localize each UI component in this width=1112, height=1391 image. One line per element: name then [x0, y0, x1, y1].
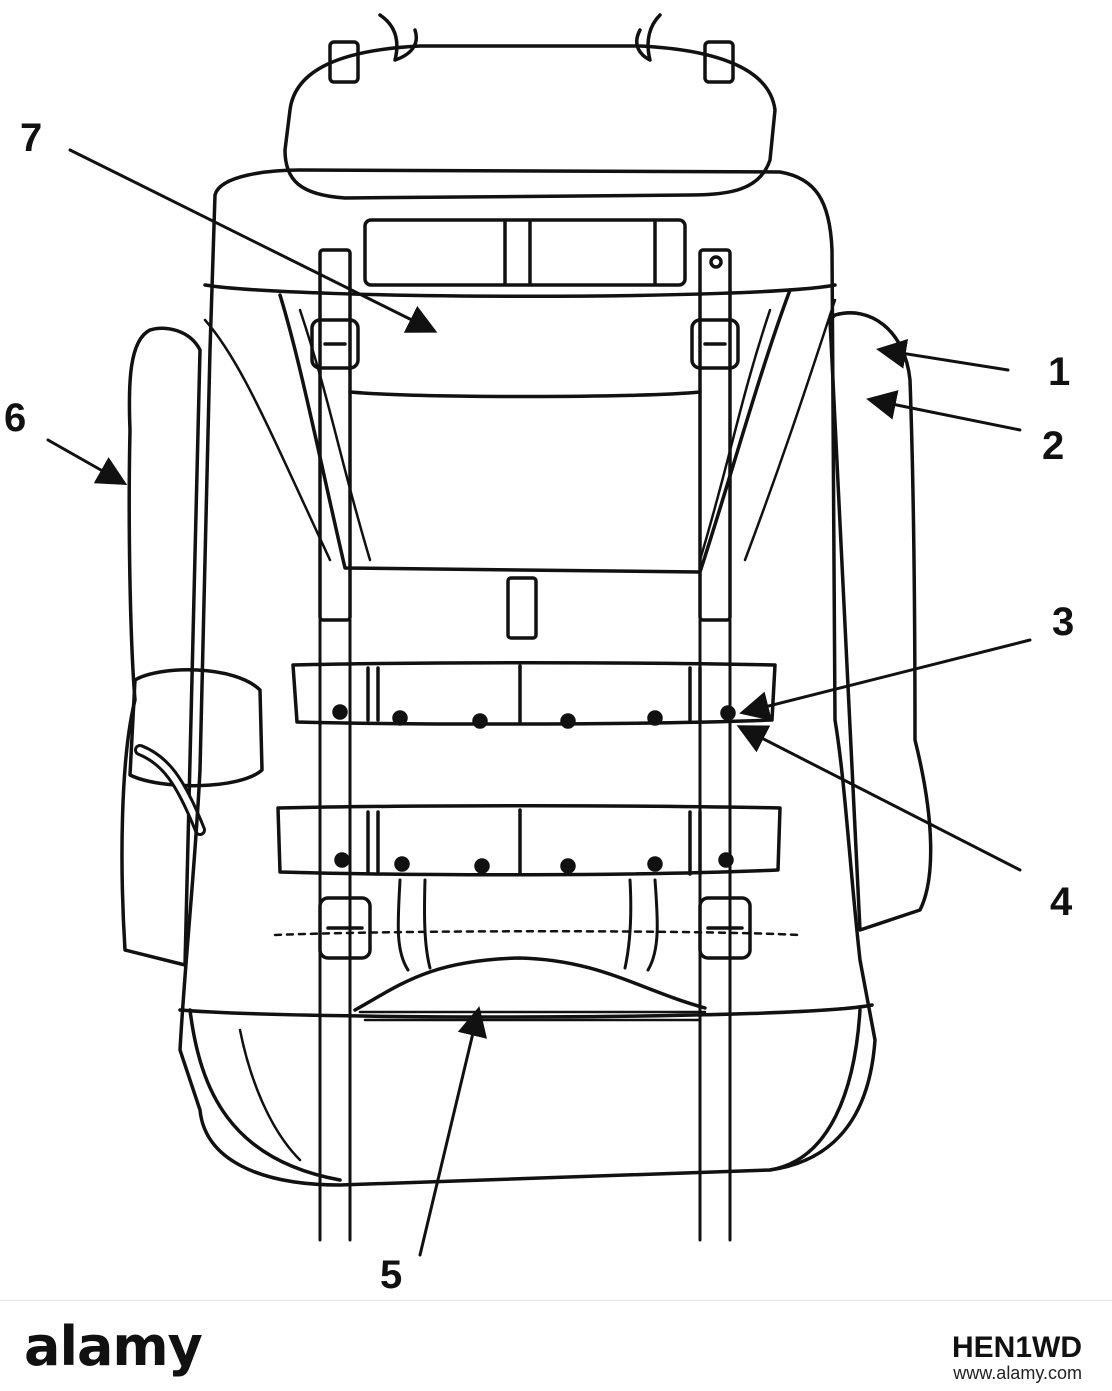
leader-7	[68, 148, 438, 333]
upper-webbing	[291, 661, 777, 726]
callout-2: 2	[1042, 424, 1065, 468]
leader-5	[418, 1006, 488, 1257]
right-vertical-strap	[698, 248, 732, 622]
lid-buckle-right	[703, 40, 735, 84]
lid-buckle-left	[328, 40, 360, 84]
leader-3	[739, 638, 1032, 721]
center-tab	[506, 576, 538, 640]
right-side-pocket	[828, 311, 933, 932]
bottom-pocket	[188, 1008, 862, 1182]
right-lower-buckle	[698, 896, 752, 960]
brand-logo: alamy	[24, 1315, 203, 1378]
map-pocket	[363, 218, 687, 287]
frame-crossbar	[358, 1010, 707, 1022]
callout-1: 1	[1048, 350, 1071, 394]
leader-2	[866, 390, 1022, 432]
upper-seam	[203, 283, 837, 298]
leader-4	[736, 725, 1022, 872]
lower-body-seam	[178, 1003, 874, 1019]
right-strap-buckle	[690, 318, 740, 370]
callout-4: 4	[1050, 880, 1073, 924]
stock-footer: alamy HEN1WD www.alamy.com	[0, 1300, 1112, 1391]
top-lid	[283, 44, 777, 200]
callout-7: 7	[20, 116, 43, 160]
leader-6	[46, 438, 128, 485]
left-lower-buckle	[318, 896, 372, 960]
stock-id: HEN1WD	[951, 1331, 1082, 1364]
callout-3: 3	[1052, 600, 1075, 644]
left-vertical-strap	[318, 248, 352, 622]
callout-6: 6	[4, 396, 27, 440]
site-url[interactable]: www.alamy.com	[953, 1363, 1082, 1383]
cargo-opening	[353, 956, 707, 1012]
backpack-diagram	[46, 13, 1032, 1257]
lid-loop-right	[635, 13, 662, 62]
bottom-dashed-seam	[273, 930, 802, 937]
main-body	[178, 168, 877, 1187]
left-lower-pouch	[128, 668, 264, 788]
left-side-pocket	[120, 326, 202, 967]
leader-1	[876, 338, 1010, 372]
callout-5: 5	[380, 1253, 403, 1297]
lid-loop-left	[378, 13, 418, 62]
left-strap-buckle	[310, 318, 360, 370]
left-pocket-strap-inner	[137, 747, 203, 833]
lower-webbing	[276, 804, 782, 877]
